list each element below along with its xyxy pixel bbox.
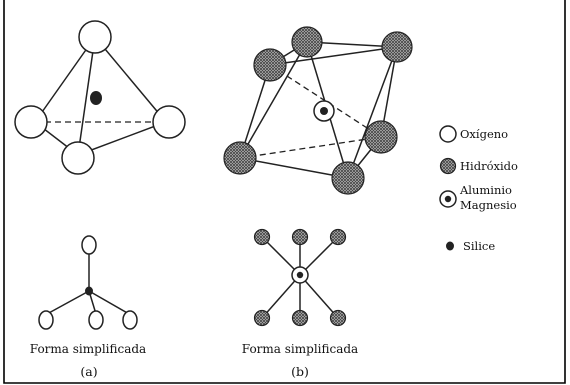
legend-magnesio-label: Magnesio	[460, 198, 517, 212]
oxygen-atom	[14, 105, 48, 139]
simplified-tetrahedron	[38, 235, 138, 330]
hydroxide-atom	[329, 309, 347, 327]
caption-a-label: (a)	[80, 364, 97, 379]
tetrahedron	[14, 20, 186, 175]
legend-oxygen-icon	[439, 125, 457, 143]
hydroxide-atom	[253, 48, 287, 82]
hydroxide-atom	[331, 161, 365, 195]
oxygen-atom	[78, 20, 112, 54]
oxygen-atom	[61, 141, 95, 175]
hydroxide-atom	[253, 228, 271, 246]
caption-a-form: Forma simplificada	[30, 342, 146, 356]
aluminium-atom-core	[320, 107, 328, 115]
legend-aluminio-label: Aluminio	[459, 183, 512, 197]
hydroxide-atom	[291, 309, 309, 327]
legend-hydroxide-icon	[439, 157, 457, 175]
hydroxide-atom	[291, 228, 309, 246]
figure-border	[3, 0, 566, 384]
octahedron	[223, 26, 413, 195]
legend-oxigeno-label: Oxígeno	[460, 127, 508, 141]
legend-aluminium-icon-core	[444, 195, 452, 203]
silicon-atom	[85, 286, 93, 296]
caption-b-form: Forma simplificada	[242, 342, 358, 356]
hydroxide-atom	[364, 120, 398, 154]
legend: Oxígeno Hidróxido Aluminio Magnesio Sili…	[439, 125, 518, 253]
hydroxide-atom	[329, 228, 347, 246]
caption-b-label: (b)	[291, 364, 309, 379]
aluminium-atom-core	[296, 271, 304, 279]
hydroxide-atom	[253, 309, 271, 327]
legend-silice-label: Silice	[463, 239, 495, 253]
hydroxide-atom	[223, 141, 257, 175]
hydroxide-atom	[381, 31, 413, 63]
simplified-octahedron	[253, 228, 347, 327]
oxygen-atom	[81, 235, 97, 255]
oxygen-atom	[152, 105, 186, 139]
silicon-atom	[90, 91, 102, 105]
oxygen-atom	[38, 310, 54, 330]
legend-hidroxido-label: Hidróxido	[460, 159, 518, 173]
oxygen-atom	[88, 310, 104, 330]
legend-silice-icon	[446, 241, 454, 251]
oxygen-atom	[122, 310, 138, 330]
hydroxide-atom	[291, 26, 323, 58]
